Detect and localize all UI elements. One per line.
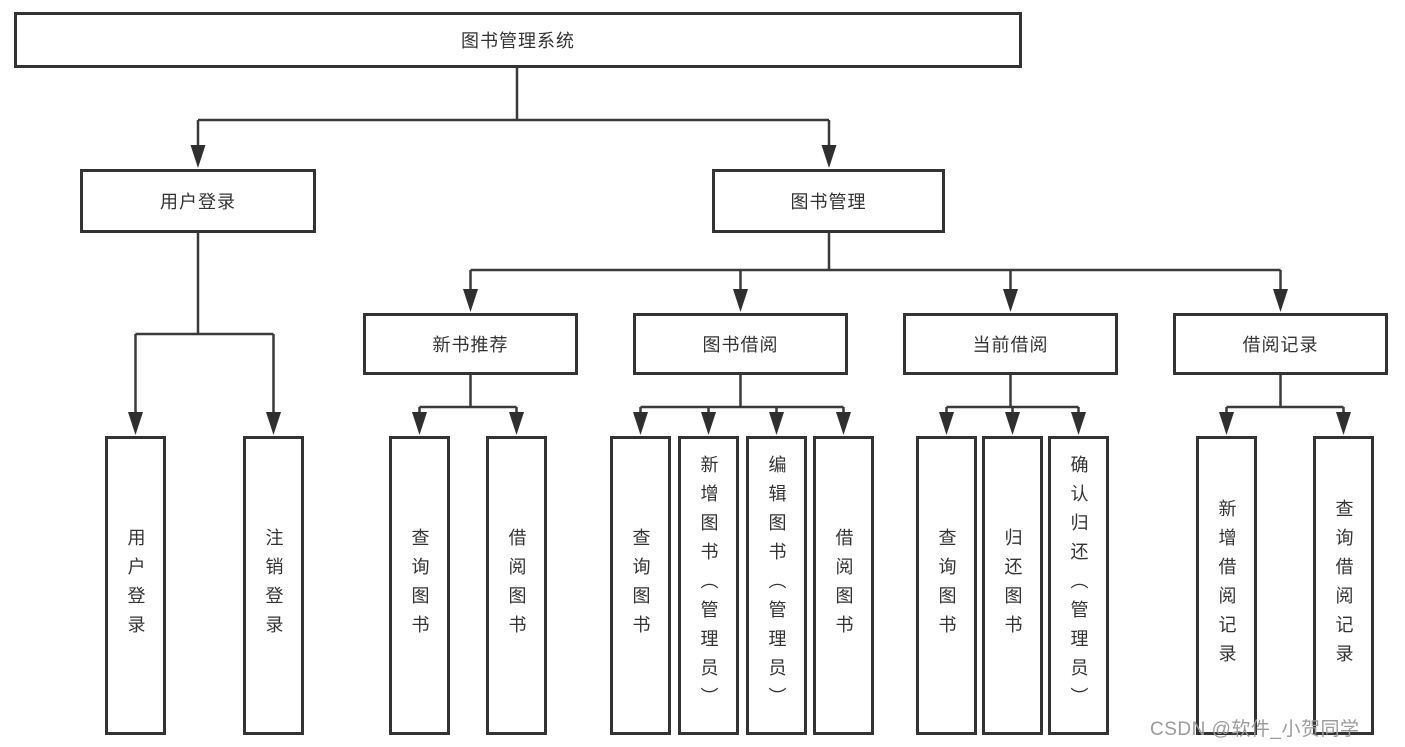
node-new-book-recommend: 新书推荐 — [363, 313, 578, 375]
connector-user-login-children — [128, 233, 281, 435]
leaf-logout-label: 注销登录 — [263, 527, 284, 644]
leaf-borrow-query-book-label: 查询图书 — [630, 527, 651, 644]
node-book-borrow: 图书借阅 — [633, 313, 848, 375]
leaf-return-book-label: 归还图书 — [1002, 527, 1023, 644]
node-book-management-label: 图书管理 — [790, 192, 867, 212]
leaf-newbook-query: 查询图书 — [389, 436, 450, 735]
connector-book-mgmt-to-level3 — [463, 233, 1288, 312]
csdn-watermark: CSDN @软件_小贺同学 — [1150, 719, 1360, 740]
leaf-borrow-book: 借阅图书 — [813, 436, 874, 735]
node-user-login: 用户登录 — [80, 169, 316, 233]
leaf-newbook-borrow-label: 借阅图书 — [506, 527, 527, 644]
leaf-edit-book-admin-label: 编辑图书（管理员） — [766, 455, 787, 716]
node-current-borrow-label: 当前借阅 — [972, 335, 1049, 355]
node-book-management: 图书管理 — [712, 169, 945, 233]
node-book-borrow-label: 图书借阅 — [702, 335, 779, 355]
connector-root-to-level2 — [190, 68, 837, 168]
leaf-user-login: 用户登录 — [105, 436, 166, 735]
node-user-login-label: 用户登录 — [160, 192, 236, 212]
node-borrow-record-label: 借阅记录 — [1242, 335, 1319, 355]
leaf-return-book: 归还图书 — [982, 436, 1043, 735]
connector-book-borrow-children — [633, 375, 851, 435]
connector-borrow-record-children — [1219, 375, 1351, 435]
connector-new-book-children — [412, 375, 524, 435]
leaf-borrow-query-book: 查询图书 — [610, 436, 671, 735]
leaf-newbook-query-label: 查询图书 — [409, 527, 430, 644]
leaf-query-borrow-record-label: 查询借阅记录 — [1333, 498, 1354, 673]
leaf-user-login-label: 用户登录 — [125, 527, 146, 644]
node-borrow-record: 借阅记录 — [1173, 313, 1388, 375]
connector-current-borrow-children — [939, 375, 1086, 435]
leaf-add-book-admin-label: 新增图书（管理员） — [698, 455, 719, 716]
leaf-add-book-admin: 新增图书（管理员） — [678, 436, 739, 735]
leaf-current-query-book: 查询图书 — [916, 436, 977, 735]
node-root-system-label: 图书管理系统 — [461, 31, 575, 51]
leaf-confirm-return-admin: 确认归还（管理员） — [1048, 436, 1109, 735]
node-root-system: 图书管理系统 — [14, 12, 1022, 68]
leaf-borrow-book-label: 借阅图书 — [833, 527, 854, 644]
leaf-confirm-return-admin-label: 确认归还（管理员） — [1068, 455, 1089, 716]
leaf-add-borrow-record-label: 新增借阅记录 — [1216, 498, 1237, 673]
leaf-current-query-book-label: 查询图书 — [936, 527, 957, 644]
leaf-query-borrow-record: 查询借阅记录 — [1313, 436, 1374, 735]
node-new-book-recommend-label: 新书推荐 — [432, 335, 509, 355]
leaf-edit-book-admin: 编辑图书（管理员） — [746, 436, 807, 735]
leaf-logout: 注销登录 — [243, 436, 304, 735]
leaf-newbook-borrow: 借阅图书 — [486, 436, 547, 735]
leaf-add-borrow-record: 新增借阅记录 — [1196, 436, 1257, 735]
node-current-borrow: 当前借阅 — [903, 313, 1118, 375]
